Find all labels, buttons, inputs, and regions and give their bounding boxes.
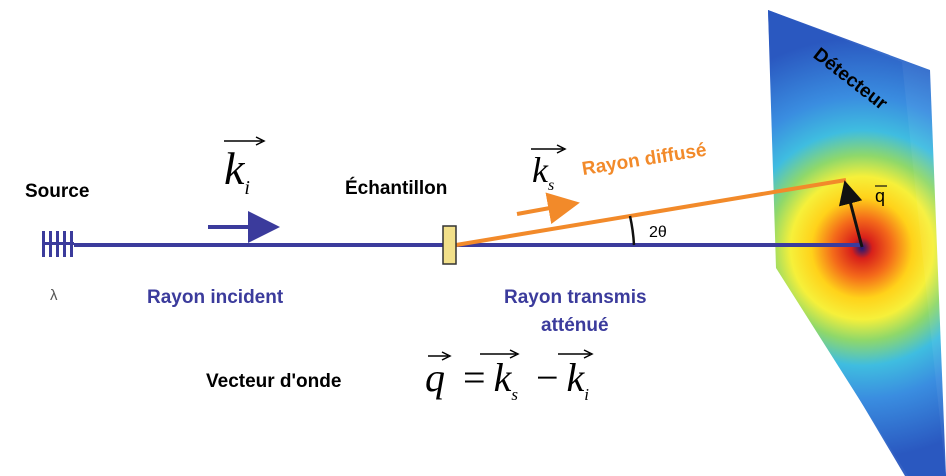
wave-vector-label: Vecteur d'onde [206,371,342,392]
ks-symbol: ks [532,152,554,204]
ks-overarrow-icon [531,144,567,154]
sample-label: Échantillon [345,178,448,199]
ki-subscript: i [244,177,250,200]
eq-q: q [425,355,445,400]
scattered-direction-arrow [516,192,580,225]
angle-label: 2θ [649,224,667,241]
eq-ki-overarrow-icon [558,349,594,359]
q-vector-arrow [838,180,864,248]
eq-ks-subscript: s [511,385,518,404]
transmitted-ray-label-line2: atténué [541,315,609,336]
q-vector-label: q [875,186,886,206]
eq-minus: − [535,355,559,400]
eq-equals: = [463,355,486,400]
eq-ks-k: k [493,355,512,400]
ki-k: k [224,143,245,194]
scattered-beam [455,178,847,247]
eq-q-overarrow-icon [428,351,452,361]
ks-subscript: s [547,177,555,195]
source-label: Source [25,181,90,202]
transmitted-ray-label-line1: Rayon transmis [504,287,647,308]
wave-vector-equation: q =ks −ki [425,358,589,415]
incident-ray-label: Rayon incident [147,287,284,308]
eq-ks-overarrow-icon [480,349,520,359]
ki-overarrow-icon [224,136,266,146]
eq-ki-k: k [566,355,585,400]
ki-symbol: ki [224,146,250,211]
sample-block [442,225,457,265]
lambda-label: λ [50,287,58,304]
eq-ki-subscript: i [584,385,590,404]
ks-k: k [532,150,548,190]
angle-arc [628,215,636,246]
source-grating-icon [42,231,74,257]
